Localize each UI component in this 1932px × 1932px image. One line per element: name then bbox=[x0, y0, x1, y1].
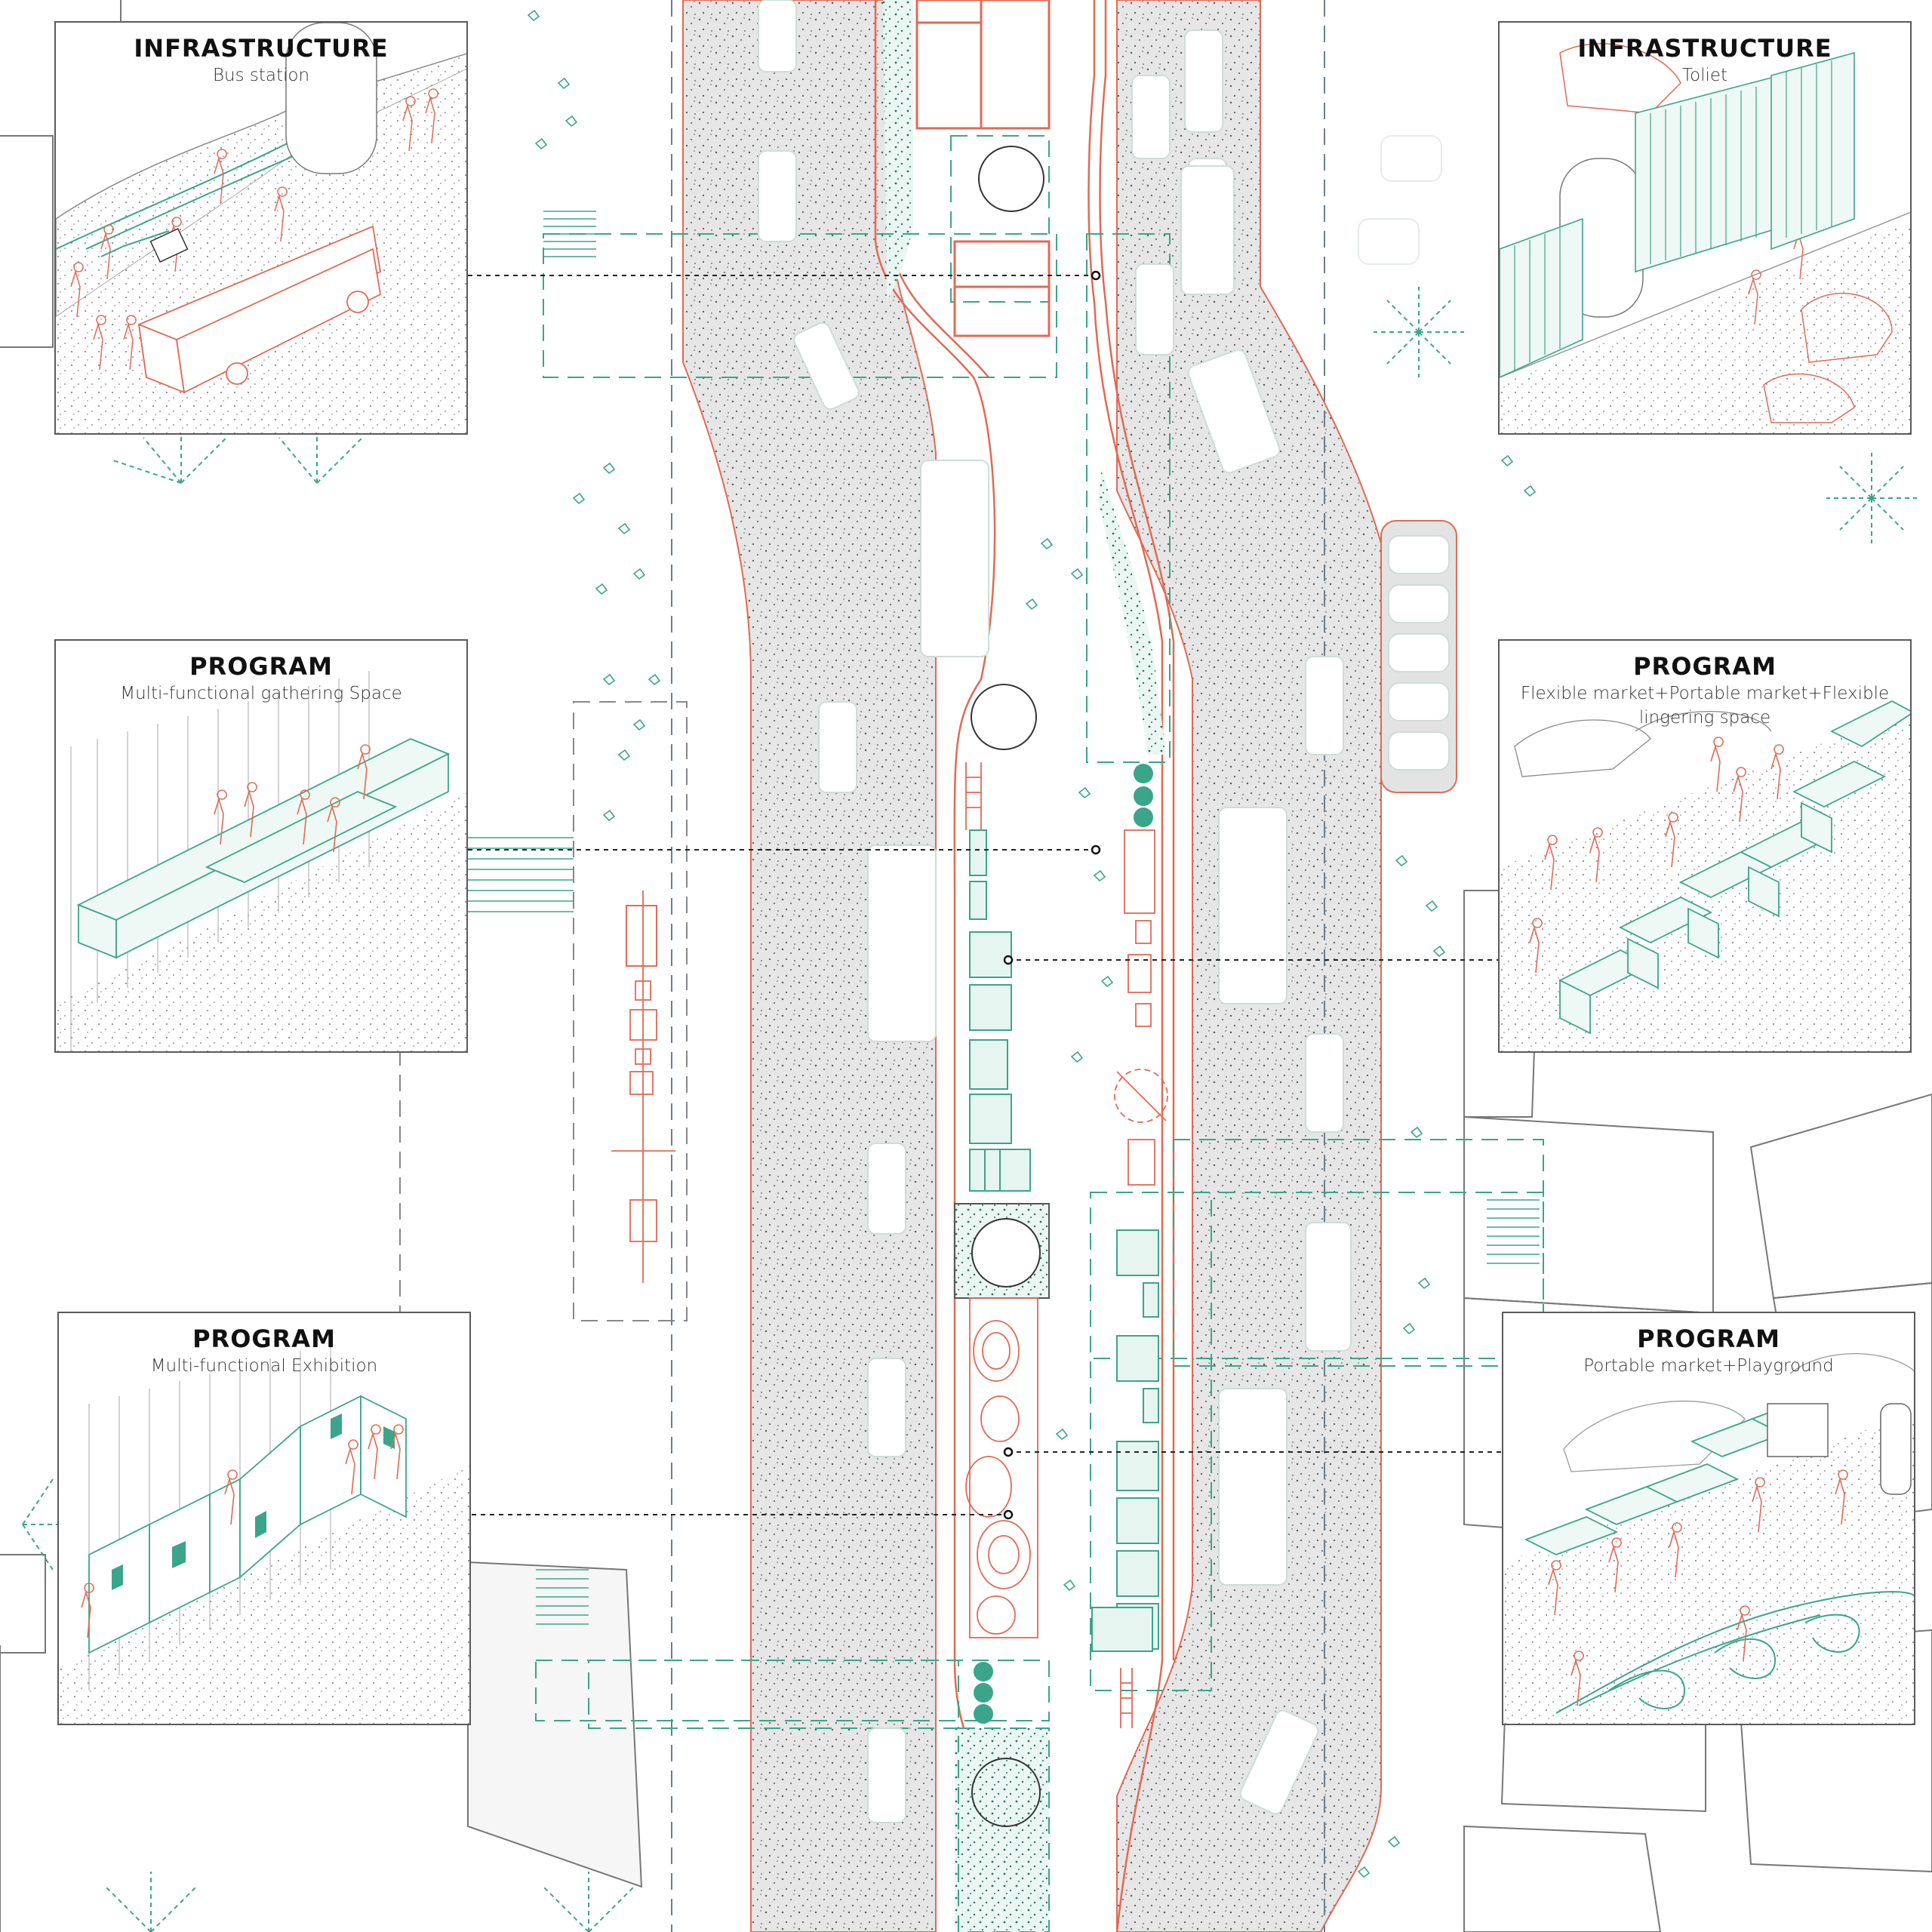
callout-subtitle: Multi-functional Exhibition bbox=[150, 1356, 378, 1376]
green-dots bbox=[974, 764, 1153, 1724]
planter-inner bbox=[971, 1218, 1041, 1287]
toilet-blocks bbox=[915, 0, 1051, 337]
market-stalls-west bbox=[969, 829, 1031, 1192]
trees bbox=[22, 287, 1917, 1932]
callout-subtitle: Flexible market+Portable market+Flexible… bbox=[1520, 684, 1890, 728]
dashed-boundaries bbox=[399, 0, 1544, 1932]
sculpture-red bbox=[626, 905, 657, 967]
exhibition-illustration bbox=[59, 1343, 469, 1724]
median-planting-north bbox=[883, 0, 913, 302]
callout-subtitle: Portable market+Playground bbox=[1583, 1356, 1834, 1376]
market-stalls-east bbox=[1091, 1229, 1159, 1652]
callout-title: PROGRAM bbox=[1637, 1324, 1780, 1353]
callout-bus-station: INFRASTRUCTURE Bus station bbox=[54, 21, 468, 435]
callout-title: PROGRAM bbox=[1633, 652, 1777, 681]
pedestrians bbox=[527, 9, 1537, 1878]
crosswalks bbox=[468, 211, 1540, 1625]
callout-title: PROGRAM bbox=[192, 1324, 336, 1353]
cars bbox=[758, 0, 1450, 1823]
bus-station-illustration bbox=[56, 23, 466, 433]
callout-subtitle: Bus station bbox=[212, 66, 310, 85]
callout-title: PROGRAM bbox=[189, 652, 333, 681]
gathering-illustration bbox=[56, 671, 466, 1051]
callout-subtitle: Multi-functional gathering Space bbox=[120, 684, 402, 703]
median-planting-mid bbox=[1098, 468, 1166, 755]
callout-title: INFRASTRUCTURE bbox=[134, 34, 389, 63]
median-lines bbox=[874, 0, 1175, 1932]
playground-contours bbox=[965, 1297, 1038, 1638]
callout-subtitle: Toliet bbox=[1681, 66, 1728, 85]
callout-title: INFRASTRUCTURE bbox=[1577, 34, 1832, 63]
toilet-illustration bbox=[1500, 43, 1910, 433]
flexible-market-illustration bbox=[1500, 700, 1910, 1051]
callout-gathering: PROGRAM Multi-functional gathering Space bbox=[54, 639, 468, 1053]
callout-toilet: INFRASTRUCTURE Toliet bbox=[1498, 21, 1912, 435]
leader-lines bbox=[468, 275, 1502, 1515]
playground-illustration bbox=[1503, 1353, 1914, 1724]
median-planting-south bbox=[955, 1728, 1049, 1932]
callout-playground: PROGRAM Portable market+Playground bbox=[1502, 1312, 1915, 1725]
callout-flexible-market: PROGRAM Flexible market+Portable market+… bbox=[1498, 639, 1912, 1053]
leader-endpoints bbox=[1003, 270, 1101, 1520]
callout-exhibition: PROGRAM Multi-functional Exhibition bbox=[57, 1312, 471, 1725]
